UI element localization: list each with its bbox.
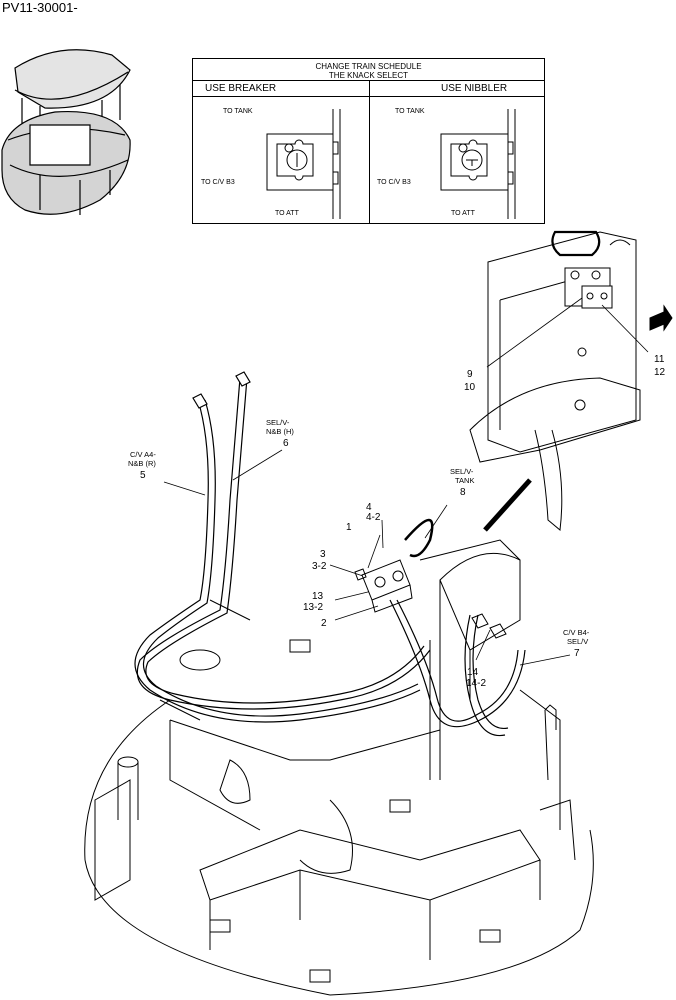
select-valve-block [354, 559, 507, 639]
breaker-to-att: TO ATT [275, 210, 299, 217]
inset-header-line1: CHANGE TRAIN SCHEDULE [315, 62, 422, 71]
callout-3: 3 [320, 549, 326, 560]
inset-divider [369, 81, 370, 224]
callout-7: 7 [574, 648, 580, 659]
callout-4: 4 [366, 502, 372, 513]
nibbler-valve-drawing [440, 109, 516, 219]
callout-7-label-1: C/V B4- [563, 628, 590, 637]
callout-7-label-2: SEL/V [567, 637, 589, 646]
nibbler-to-att: TO ATT [451, 210, 475, 217]
callout-12: 12 [654, 367, 666, 378]
nibbler-to-tank: TO TANK [395, 108, 425, 115]
breaker-to-cv: TO C/V B3 [201, 179, 235, 186]
page-code: PV11-30001- [2, 0, 78, 15]
detail-pointer-arrow [483, 478, 532, 532]
callout-14-2: 14-2 [466, 678, 487, 689]
callout-5-label-2: N&B (R) [128, 459, 156, 468]
inset-valve-drawings [266, 109, 516, 219]
callout-10: 10 [464, 382, 476, 393]
callout-9: 9 [467, 369, 473, 380]
callout-11: 11 [654, 354, 665, 365]
callout-8-label-2: TANK [455, 476, 475, 485]
upper-valve-bracket [469, 230, 673, 531]
callout-6-label-2: N&B (H) [266, 427, 294, 436]
leader-lines [163, 297, 649, 666]
inset-header-line2: THE KNACK SELECT [328, 71, 409, 80]
inset-header: CHANGE TRAIN SCHEDULE THE KNACK SELECT [193, 59, 544, 81]
callout-5: 5 [140, 470, 146, 481]
callout-6-label-1: SEL/V- [266, 418, 290, 427]
nibbler-to-cv: TO C/V B3 [377, 179, 411, 186]
callout-3-2: 3-2 [312, 561, 327, 572]
use-breaker-title: USE BREAKER [193, 81, 369, 97]
use-nibbler-title: USE NIBBLER [369, 81, 544, 97]
callout-1: 1 [346, 522, 352, 533]
callout-14: 14 [467, 667, 479, 678]
callout-8: 8 [460, 487, 466, 498]
callout-4-2: 4-2 [366, 512, 381, 523]
upper-frame [84, 539, 594, 996]
callout-5-label-1: C/V A4- [130, 450, 156, 459]
callout-6: 6 [283, 438, 289, 449]
breaker-to-tank: TO TANK [223, 108, 253, 115]
callout-8-label-1: SEL/V- [450, 467, 474, 476]
callout-2: 2 [321, 618, 327, 629]
callout-13-2: 13-2 [303, 602, 324, 613]
callout-13: 13 [312, 591, 324, 602]
breaker-valve-drawing [266, 109, 341, 219]
machine-overview-icon [1, 49, 131, 215]
schedule-inset: CHANGE TRAIN SCHEDULE THE KNACK SELECT U… [192, 58, 545, 224]
